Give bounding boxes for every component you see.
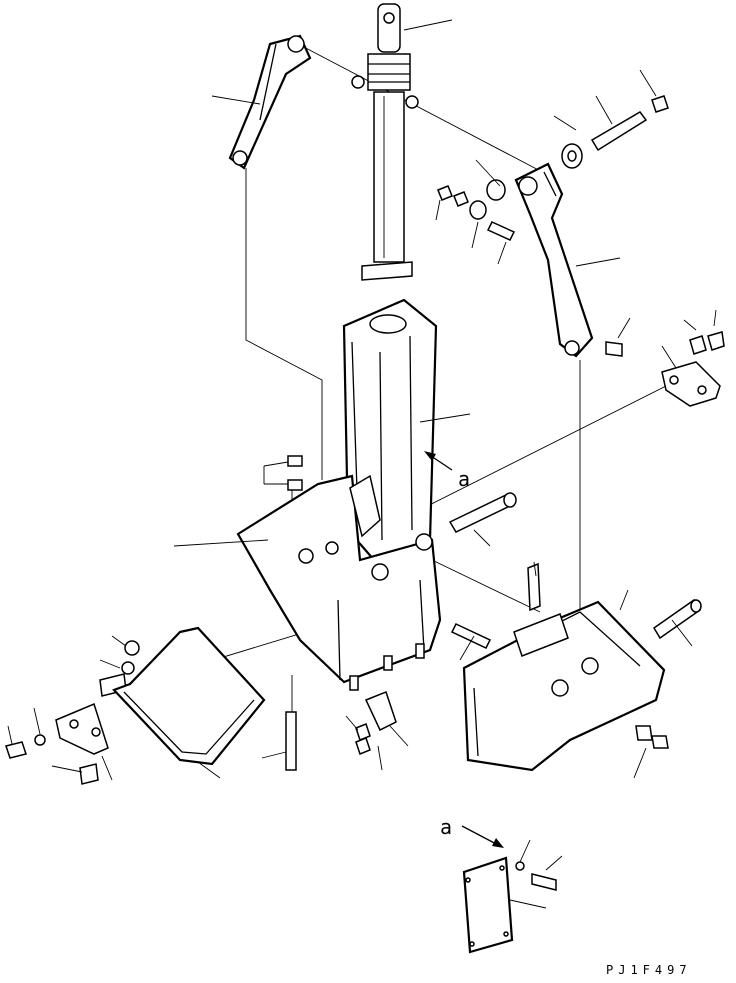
main-frame <box>236 298 442 691</box>
hardware <box>5 95 725 785</box>
plate-frame <box>112 626 266 766</box>
bracket-right <box>661 361 721 407</box>
cover-plate <box>462 856 557 954</box>
view-arrows <box>424 451 504 848</box>
left-link-arm <box>228 34 312 170</box>
bracket-left <box>55 673 127 755</box>
cylinder <box>351 3 419 281</box>
leader-lines <box>7 19 717 909</box>
view-marker-a-top: a <box>458 467 470 491</box>
right-link-arm <box>514 162 594 358</box>
view-arrow-head-bottom <box>492 838 504 848</box>
view-arrow-head-top <box>424 451 436 461</box>
drawing-code: PJ1F497 <box>606 963 692 977</box>
view-marker-a-bottom: a <box>440 815 452 839</box>
housing-right <box>462 600 666 772</box>
